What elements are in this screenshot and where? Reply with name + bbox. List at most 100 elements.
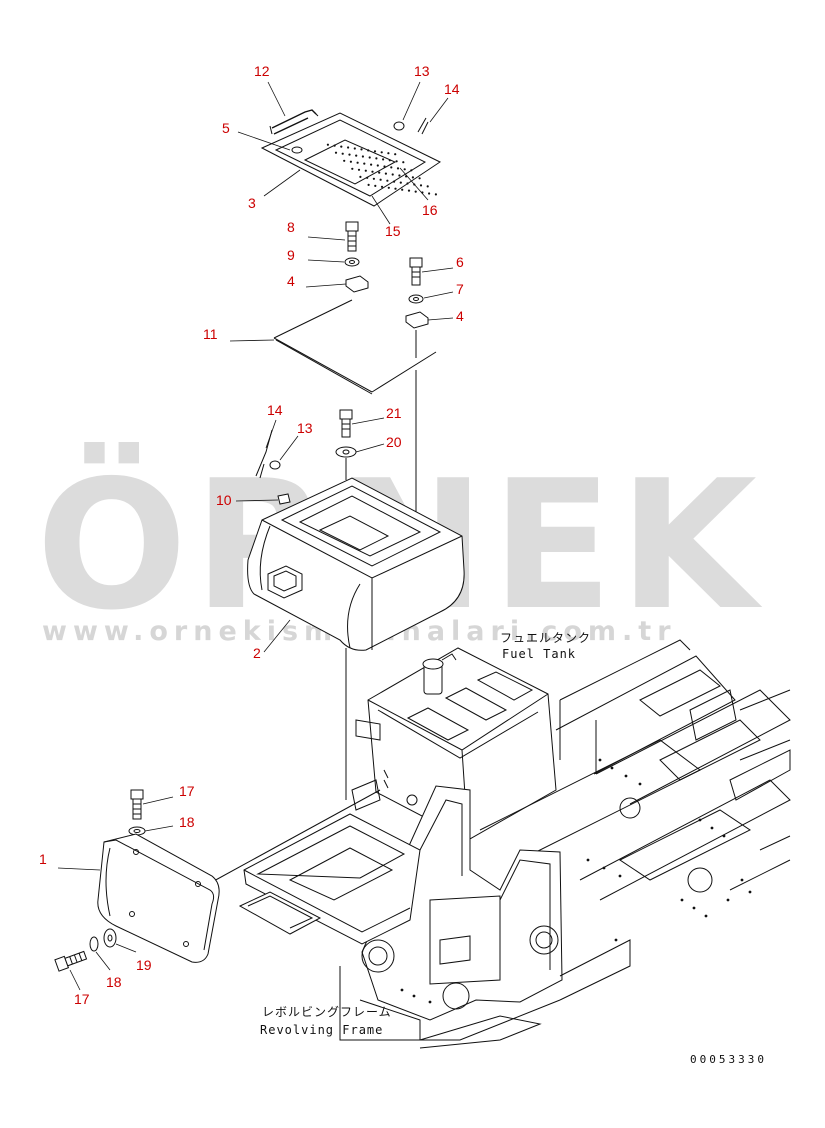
revolving-frame-label-en: Revolving Frame [260, 1023, 383, 1037]
perforation-hole [387, 152, 390, 155]
perforation-hole [373, 150, 377, 153]
perforation-hole [360, 148, 363, 151]
perforation-hole [386, 179, 389, 182]
perforation-hole [372, 177, 375, 180]
perforation-hole [380, 185, 384, 188]
drawing-number: 00053330 [690, 1053, 767, 1066]
callout-1: 1 [39, 851, 47, 867]
frame-hole [610, 766, 614, 770]
perforation-hole [402, 161, 405, 164]
callout-2: 2 [253, 645, 261, 661]
perforation-hole [384, 172, 387, 175]
perforation-hole [367, 149, 370, 152]
perforation-holes [326, 143, 437, 196]
frame-hole [598, 758, 602, 762]
frame-hole [726, 898, 730, 902]
revolving-frame-assembly [139, 639, 791, 1049]
fuel-tank-label-en: Fuel Tank [502, 647, 576, 661]
perforation-hole [399, 181, 402, 184]
callout-4-right: 4 [456, 308, 464, 324]
perforation-hole [348, 153, 351, 156]
perforation-hole [368, 156, 371, 159]
frame-hole [586, 858, 590, 862]
callout-9: 9 [287, 247, 295, 263]
perforation-hole [371, 170, 374, 173]
perforation-hole [375, 157, 378, 160]
perforation-hole [401, 188, 404, 191]
perforation-hole [410, 169, 413, 172]
callout-21: 21 [386, 405, 402, 421]
callout-17-upper: 17 [179, 783, 195, 799]
frame-hole [618, 874, 622, 878]
perforation-hole [376, 164, 379, 167]
perforation-hole [407, 189, 411, 192]
frame-bolt-holes [400, 758, 752, 1004]
revolving-frame-label-jp: レボルビングフレーム [262, 1005, 392, 1019]
callout-18-lower: 18 [106, 974, 122, 990]
callout-14-top: 14 [444, 81, 460, 97]
perforation-hole [355, 154, 358, 157]
perforation-hole [382, 158, 385, 161]
perforation-hole [356, 161, 359, 164]
callout-8: 8 [287, 219, 295, 235]
perforation-hole [391, 173, 394, 176]
perforation-hole [363, 162, 366, 165]
top-cover-assembly [237, 81, 449, 225]
perforation-hole [364, 169, 367, 172]
frame-hole [412, 994, 416, 998]
frame-hole [680, 898, 684, 902]
callout-4-left: 4 [287, 273, 295, 289]
perforation-hole [353, 147, 356, 150]
callout-13-top: 13 [414, 63, 430, 79]
fastener-group-top [305, 221, 454, 329]
perforation-hole [419, 184, 423, 187]
perforation-hole [349, 160, 352, 163]
callout-12: 12 [254, 63, 270, 79]
fuel-tank-label-jp: フュエルタンク [500, 631, 591, 645]
perforation-hole [334, 151, 338, 154]
perforation-hole [357, 168, 361, 171]
frame-hole [698, 818, 702, 822]
perforation-hole [393, 180, 396, 183]
frame-hole [638, 782, 642, 786]
perforation-hole [326, 143, 329, 146]
perforation-hole [347, 146, 350, 149]
frame-hole [428, 1000, 432, 1004]
perforation-hole [361, 155, 364, 158]
perforation-hole [378, 171, 381, 174]
perforation-hole [418, 177, 421, 180]
perforation-hole [343, 159, 346, 162]
perforation-hole [388, 159, 391, 162]
perforation-hole [426, 185, 429, 188]
side-cover [97, 833, 220, 963]
perforation-hole [383, 165, 386, 168]
frame-hole [722, 834, 726, 838]
callout-10: 10 [216, 492, 232, 508]
perforation-hole [341, 152, 344, 155]
step-box [243, 813, 421, 945]
perforation-hole [390, 166, 393, 169]
washer-top [393, 121, 405, 131]
callout-20: 20 [386, 434, 402, 450]
callout-16: 16 [422, 202, 438, 218]
callout-19: 19 [136, 957, 152, 973]
perforation-hole [367, 183, 370, 186]
perforation-hole [394, 153, 397, 156]
gasket-sheet [229, 299, 437, 520]
perforation-hole [396, 167, 400, 170]
callout-6: 6 [456, 254, 464, 270]
perforation-hole [414, 190, 417, 193]
frame-hole [748, 890, 752, 894]
perforation-hole [351, 167, 354, 170]
perforation-hole [374, 184, 377, 187]
frame-hole [740, 878, 744, 882]
callout-numbers: 12 13 14 5 3 16 15 8 9 4 6 7 4 11 14 13 … [39, 63, 464, 1007]
perforation-hole [395, 160, 398, 163]
pin-top [417, 117, 429, 135]
perforation-hole [340, 145, 343, 148]
part-labels: フュエルタンク Fuel Tank レボルビングフレーム Revolving F… [260, 631, 767, 1066]
perforation-hole [406, 182, 409, 185]
perforation-hole [359, 175, 362, 178]
perforation-hole [411, 176, 414, 179]
